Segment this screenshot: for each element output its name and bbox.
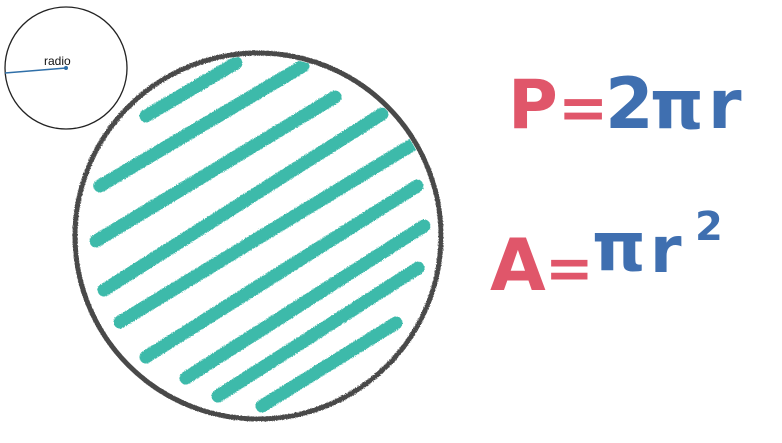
main-circle-outline <box>72 50 444 422</box>
hatch-stroke <box>179 219 431 385</box>
inset-center-dot <box>64 66 68 70</box>
perimeter-formula: P = 2 π r <box>508 63 742 145</box>
perimeter-equals: = <box>558 73 608 143</box>
hatch-stroke <box>97 107 389 297</box>
hatch-stroke <box>89 90 342 248</box>
inset-radius-line <box>4 67 67 74</box>
hatch-stroke <box>113 133 427 329</box>
hatch-stroke <box>255 316 403 413</box>
hatch-stroke <box>139 179 424 364</box>
perimeter-lhs: P <box>508 66 558 145</box>
hatch-stroke <box>211 261 425 403</box>
perimeter-pi: π <box>650 66 704 145</box>
area-equals: = <box>545 234 594 302</box>
inset-radius-label: radio <box>44 54 71 68</box>
inset-circle <box>4 6 128 130</box>
area-lhs: A <box>490 223 546 307</box>
area-formula: A = π r 2 <box>490 204 723 307</box>
perimeter-radius-var: r <box>708 66 742 145</box>
area-pi: π <box>592 208 646 287</box>
hatch-stroke <box>139 56 243 123</box>
perimeter-coefficient: 2 <box>605 63 654 145</box>
inset-radius-diagram: radio <box>4 6 128 130</box>
main-circle-group <box>72 50 444 422</box>
hatch-stroke <box>93 59 310 193</box>
hatch-strokes <box>89 56 431 413</box>
area-radius-var: r <box>650 214 682 288</box>
area-exponent: 2 <box>695 204 723 250</box>
